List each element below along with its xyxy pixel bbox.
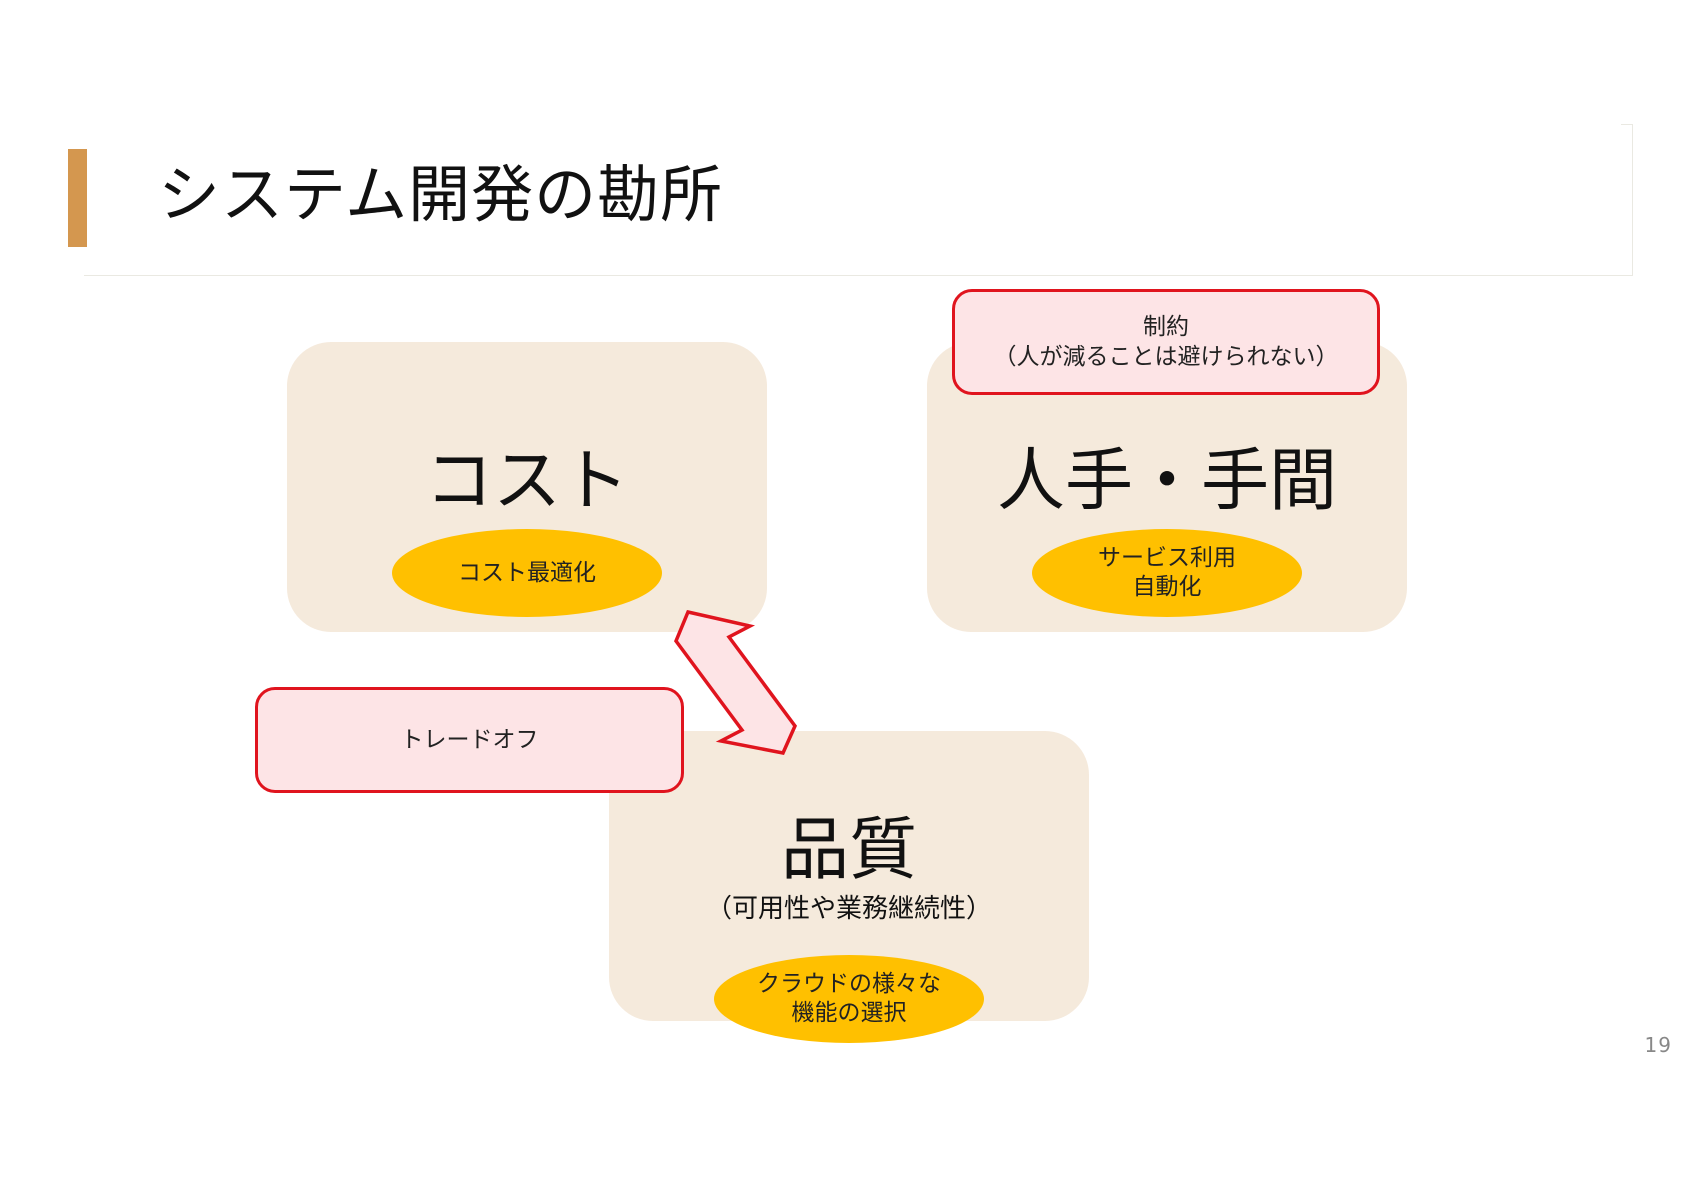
- double-arrow-shape: [674, 609, 798, 755]
- service-automation-line-1: サービス利用: [1098, 545, 1236, 571]
- tradeoff-text: トレードオフ: [400, 727, 539, 753]
- constraint-line-2: （人が減ることは避けられない）: [993, 344, 1339, 370]
- people-label: 人手・手間: [996, 442, 1337, 521]
- page-number: 19: [1644, 1033, 1672, 1057]
- cloud-features-line-1: クラウドの様々な: [757, 971, 941, 997]
- constraint-line-1: 制約: [1143, 314, 1189, 340]
- quality-label: 品質: [780, 811, 917, 890]
- cost-optimization-ellipse: コスト最適化: [392, 529, 662, 617]
- slide-title: システム開発の勘所: [158, 158, 724, 231]
- quality-sub-label: （可用性や業務継続性）: [705, 894, 992, 924]
- title-frame: [84, 124, 1633, 276]
- constraint-callout: 制約 （人が減ることは避けられない）: [952, 289, 1380, 395]
- title-accent-bar: [68, 149, 87, 247]
- cloud-features-line-2: 機能の選択: [791, 1000, 907, 1026]
- cost-box: コスト: [287, 342, 767, 632]
- service-automation-ellipse: サービス利用 自動化: [1032, 529, 1302, 617]
- cost-optimization-text: コスト最適化: [458, 559, 596, 586]
- cost-label: コスト: [424, 442, 629, 521]
- cloud-features-ellipse: クラウドの様々な 機能の選択: [714, 955, 984, 1043]
- tradeoff-callout: トレードオフ: [255, 687, 684, 793]
- service-automation-line-2: 自動化: [1132, 574, 1202, 600]
